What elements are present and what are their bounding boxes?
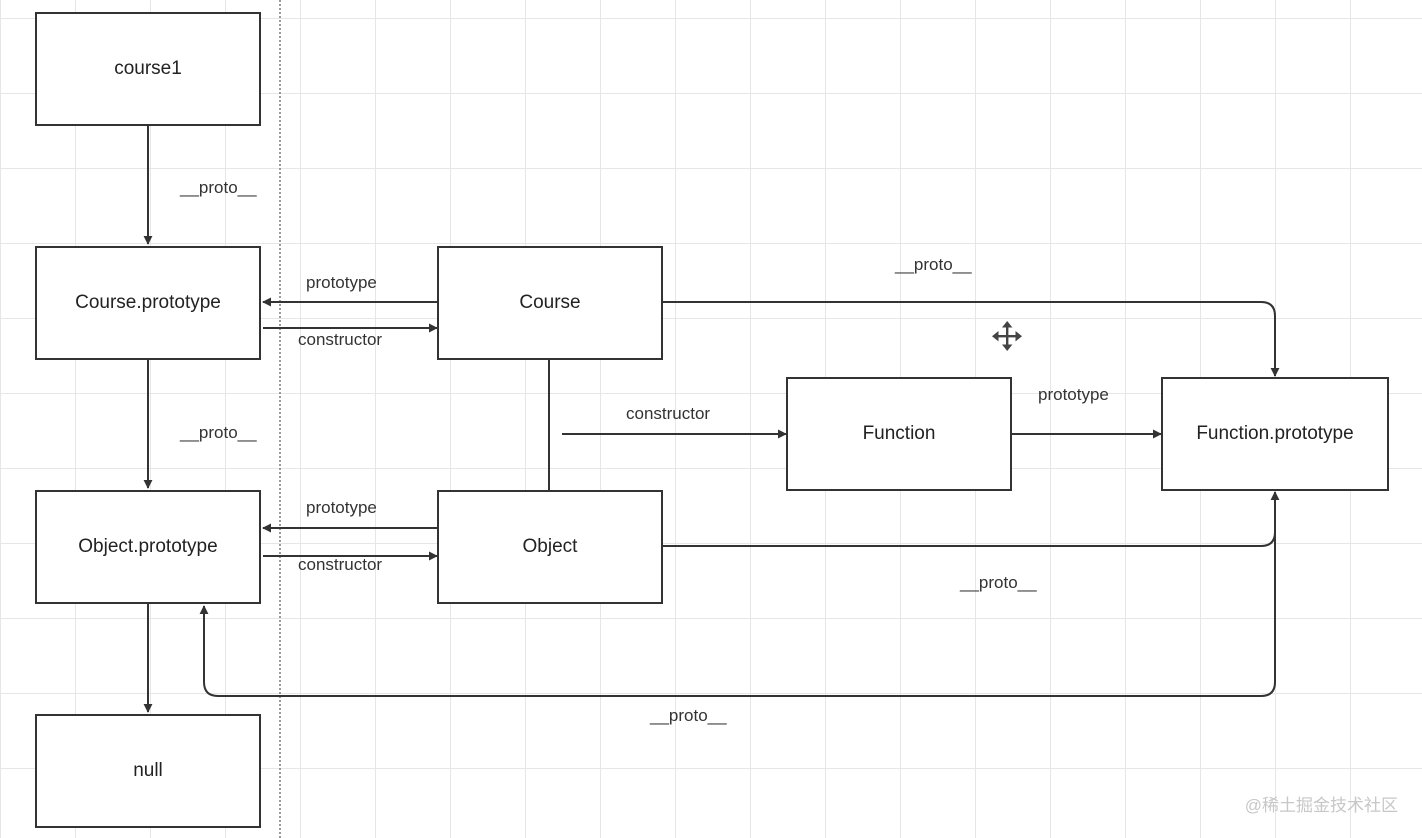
node-course1: course1 — [35, 12, 261, 126]
node-function: Function — [786, 377, 1012, 491]
label-proto-course: __proto__ — [895, 255, 972, 274]
node-object: Object — [437, 490, 663, 604]
label-constructor-function: constructor — [626, 404, 711, 423]
label-proto-function-prototype: __proto__ — [650, 706, 727, 725]
edge-function-prototype-proto-to-object-prototype — [199, 530, 1276, 697]
edge-course-proto-to-function-prototype — [663, 301, 1280, 377]
label-proto-course-prototype: __proto__ — [180, 423, 257, 442]
watermark: @稀土掘金技术社区 — [1244, 796, 1398, 815]
move-icon — [992, 321, 1022, 351]
label-prototype-course: prototype — [306, 273, 377, 292]
node-course: Course — [437, 246, 663, 360]
node-course-prototype: Course.prototype — [35, 246, 261, 360]
node-object-prototype: Object.prototype — [35, 490, 261, 604]
dotted-separator — [279, 0, 281, 838]
label-proto-object: __proto__ — [960, 573, 1037, 592]
label-constructor-object: constructor — [298, 555, 383, 574]
node-null: null — [35, 714, 261, 828]
label-prototype-function: prototype — [1038, 385, 1109, 404]
edge-object-proto-to-function-prototype — [663, 491, 1280, 547]
node-function-prototype: Function.prototype — [1161, 377, 1389, 491]
label-proto-course1: __proto__ — [180, 178, 257, 197]
label-prototype-object: prototype — [306, 498, 377, 517]
label-constructor-course: constructor — [298, 330, 383, 349]
